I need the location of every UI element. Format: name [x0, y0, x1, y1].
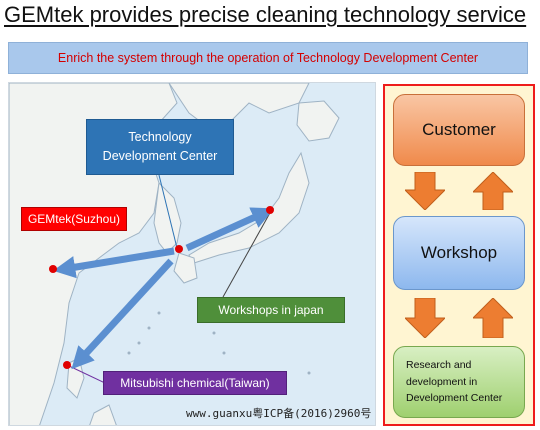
watermark-text: www.guanxu粤ICP备(2016)2960号: [186, 407, 372, 420]
research-label: Research and development in Development …: [406, 358, 503, 405]
workshop-label: Workshop: [420, 243, 498, 262]
tdc-label-connector: [158, 174, 178, 249]
process-panel: Customer Workshop Research and developme…: [383, 84, 535, 426]
tdc-label-line1: Technology: [128, 130, 192, 145]
dot-suzhou: [49, 265, 57, 273]
customer-box: Customer: [393, 94, 525, 166]
suzhou-label: GEMtek(Suzhou): [21, 207, 127, 231]
arrow-to-japan: [185, 207, 275, 252]
map-panel: Technology Development Center GEMtek(Suz…: [8, 82, 376, 426]
russia-north: [168, 83, 310, 129]
arrow-up-icon: [473, 172, 513, 210]
research-box: Research and development in Development …: [393, 346, 525, 418]
dot-japan: [266, 206, 274, 214]
tdc-label: Technology Development Center: [86, 119, 234, 175]
arrow-to-taiwan: [71, 258, 174, 370]
tdc-label-line2: Development Center: [102, 149, 218, 163]
korea-peninsula: [153, 181, 182, 254]
hokkaido: [296, 100, 340, 142]
banner: Enrich the system through the operation …: [8, 42, 528, 74]
arrow-down-icon: [405, 172, 445, 210]
workshop-box: Workshop: [393, 216, 525, 290]
arrow-to-suzhou: [52, 247, 175, 279]
philippines: [89, 404, 117, 425]
dot-taiwan: [63, 361, 71, 369]
page-title: GEMtek provides precise cleaning technol…: [4, 2, 527, 27]
banner-text: Enrich the system through the operation …: [57, 51, 479, 65]
kyushu: [173, 252, 198, 284]
arrow-up-icon-2: [473, 298, 513, 338]
customer-label: Customer: [422, 120, 496, 139]
dot-tdc: [175, 245, 183, 253]
taiwan-label: Mitsubishi chemical(Taiwan): [103, 371, 287, 395]
arrow-down-icon-2: [405, 298, 445, 338]
japan-label: Workshops in japan: [197, 297, 345, 323]
